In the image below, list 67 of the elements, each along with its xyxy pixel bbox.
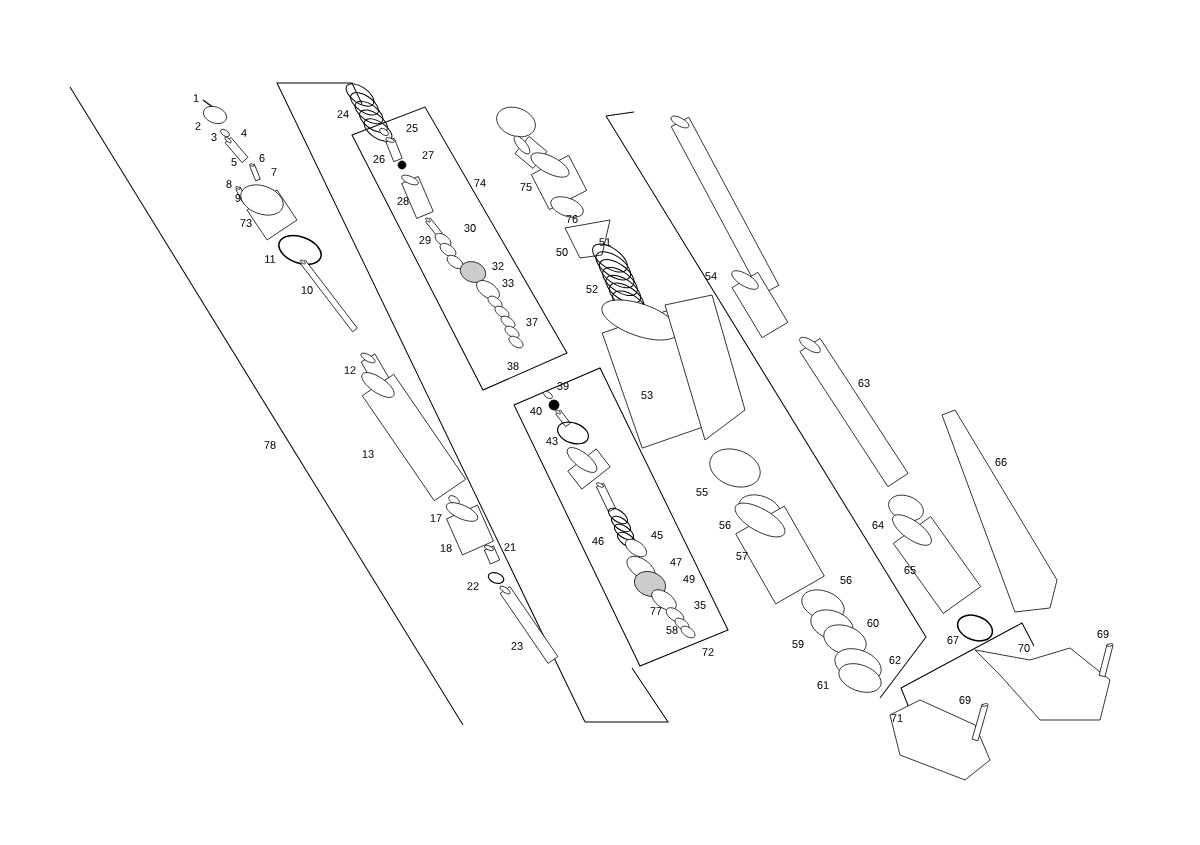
callout-number: 6: [259, 154, 265, 162]
callout-number: 64: [872, 521, 884, 529]
callout-number: 75: [520, 183, 532, 191]
callout-number: 58: [666, 626, 678, 634]
callout-number: 29: [419, 236, 431, 244]
callout-number: 10: [301, 286, 313, 294]
callout-number: 22: [467, 582, 479, 590]
callout-number: 13: [362, 450, 374, 458]
callout-number: 11: [265, 255, 276, 263]
callout-number: 9: [235, 194, 241, 202]
callout-number: 62: [889, 656, 901, 664]
callout-number: 55: [696, 488, 708, 496]
callout-number: 57: [736, 552, 748, 560]
callout-number: 54: [705, 272, 717, 280]
callout-number: 56: [840, 576, 852, 584]
callout-number: 7: [271, 168, 277, 176]
callout-number: 28: [397, 197, 409, 205]
callout-number: 26: [373, 155, 385, 163]
callout-number: 56: [719, 521, 731, 529]
callout-number: 59: [792, 640, 804, 648]
callout-number: 21: [504, 543, 516, 551]
callout-number: 1: [193, 94, 199, 102]
callout-number: 38: [507, 362, 519, 370]
callout-number: 71: [891, 714, 903, 722]
callout-number: 5: [231, 158, 237, 166]
callout-number: 23: [511, 642, 523, 650]
callout-number: 40: [530, 407, 542, 415]
callout-number: 66: [995, 458, 1007, 466]
callout-number: 25: [406, 124, 418, 132]
callout-number: 60: [867, 619, 879, 627]
callout-number: 70: [1018, 644, 1030, 652]
callout-number: 50: [556, 248, 568, 256]
callout-number: 43: [546, 437, 558, 445]
callout-number: 27: [422, 151, 434, 159]
callout-number: 45: [651, 531, 663, 539]
callout-number: 78: [264, 441, 276, 449]
callout-number: 67: [947, 636, 959, 644]
callout-number: 65: [904, 566, 916, 574]
callout-number: 53: [641, 391, 653, 399]
callout-number: 51: [599, 238, 611, 246]
callout-number: 17: [430, 514, 442, 522]
callout-number: 24: [337, 110, 349, 118]
callout-number: 4: [241, 129, 247, 137]
callout-number: 69: [959, 696, 971, 704]
callout-number: 3: [211, 133, 217, 141]
callout-number: 63: [858, 379, 870, 387]
callout-number: 69: [1097, 630, 1109, 638]
callout-number: 76: [566, 215, 578, 223]
callout-number: 2: [195, 122, 201, 130]
callout-number: 37: [526, 318, 538, 326]
callout-number: 18: [440, 544, 452, 552]
callout-number: 39: [557, 382, 569, 390]
callout-number: 52: [586, 285, 598, 293]
callout-number: 12: [344, 366, 356, 374]
callout-number: 72: [702, 648, 714, 656]
callout-number: 73: [240, 219, 252, 227]
callout-number: 74: [474, 179, 486, 187]
callout-number: 32: [492, 262, 504, 270]
callout-number: 61: [817, 681, 829, 689]
callout-number: 30: [464, 224, 476, 232]
callout-number: 47: [670, 558, 682, 566]
callout-number: 49: [683, 575, 695, 583]
callout-number: 35: [694, 601, 706, 609]
callout-number: 8: [226, 180, 232, 188]
callout-number: 46: [592, 537, 604, 545]
callout-number: 77: [650, 607, 662, 615]
callout-number: 33: [502, 279, 514, 287]
